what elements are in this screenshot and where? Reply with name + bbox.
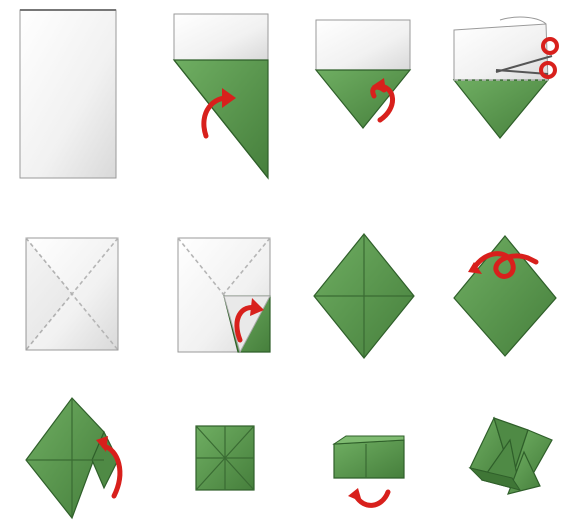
step-10-green-square-icon <box>196 426 254 490</box>
step-7-green-diamond-icon <box>314 234 414 358</box>
step-6-fold-corner-icon <box>178 238 270 352</box>
step-9-fold-points-icon <box>26 398 120 518</box>
step-2-fold-triangle-icon <box>174 14 268 178</box>
step-8-flip-diamond-icon <box>454 236 556 356</box>
step-1-blank-paper-icon <box>20 10 116 178</box>
step-3-folded-triangle-icon <box>316 20 410 128</box>
step-4-cut-strip-scissors-icon <box>454 17 557 138</box>
step-12-fortune-teller-icon <box>470 418 552 494</box>
step-11-fold-half-icon <box>334 436 404 505</box>
step-5-square-x-creases-icon <box>26 238 118 350</box>
